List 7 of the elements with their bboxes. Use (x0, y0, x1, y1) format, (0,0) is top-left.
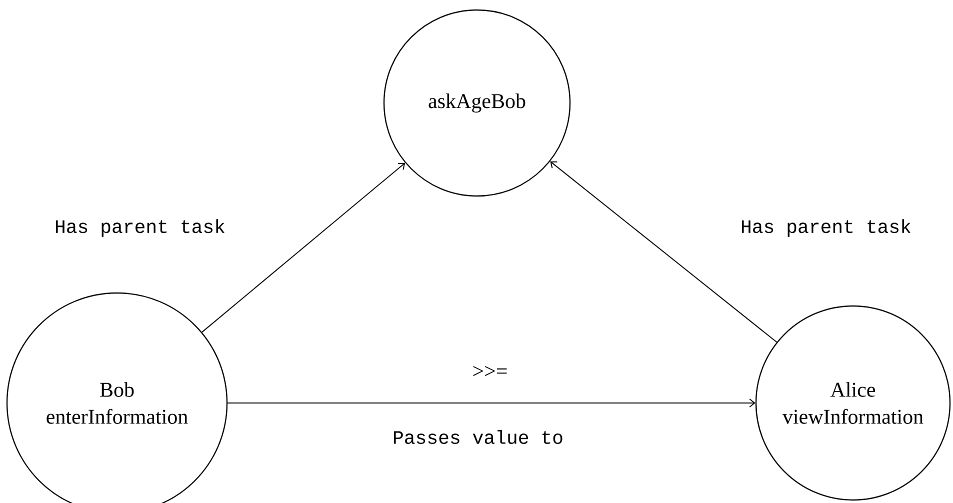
arrow (227, 398, 756, 408)
edge-label: >>= (473, 366, 507, 376)
arrow (550, 161, 778, 343)
edge-label: Has parent task (742, 219, 910, 237)
arrow (201, 162, 406, 333)
edge-label: Has parent task (56, 219, 225, 237)
note-text: Passes value to (394, 430, 562, 444)
